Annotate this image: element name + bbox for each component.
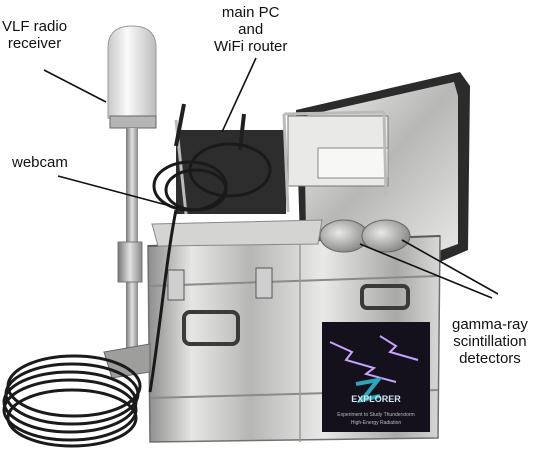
label-main-pc: main PC and WiFi router [214,4,287,55]
label-gamma-line-3: detectors [459,350,521,367]
label-vlf-line-2: receiver [7,35,62,52]
cable-coil-photo [2,354,142,448]
panel-caption-2: High-Energy Radiation [351,420,402,426]
label-gamma-detectors: gamma-ray scintillation detectors [452,316,528,367]
leader-vlf [43,69,107,103]
leader-main-pc [221,57,257,133]
leader-lines [43,57,499,299]
label-main-pc-line-3: WiFi router [214,38,288,55]
label-main-pc-line-1: main PC [221,4,280,21]
case-latch-right [255,267,273,299]
label-gamma-line-1: gamma-ray [452,316,528,333]
leader-gamma-2 [401,239,499,295]
panel-caption-1: Experiment to Study Thunderstorm [337,412,414,418]
label-gamma-line-2: scintillation [453,333,527,350]
gamma-detectors-photo [319,219,411,253]
panel-logo-text: EXPLORER [351,394,401,404]
pc-frame-photo [174,103,389,215]
case-handle-front [182,310,240,346]
label-vlf-line-1: VLF radio [2,18,68,35]
case-latch-left [167,269,185,301]
label-webcam-line-1: webcam [12,154,68,171]
label-main-pc-line-2: and [238,21,264,38]
case-handle-side [360,284,410,310]
cable-bundle [148,142,272,393]
label-vlf-receiver: VLF radio receiver [2,18,67,52]
label-webcam: webcam [12,154,68,171]
leader-gamma-1 [359,243,493,299]
equipment-tray [151,219,323,247]
explorer-panel: EXPLORER Experiment to Study Thunderstor… [322,322,430,432]
explorer-logo-icon [355,377,383,404]
lightning-graphic [329,335,419,383]
vlf-antenna-photo [103,25,157,379]
leader-webcam [57,175,179,209]
